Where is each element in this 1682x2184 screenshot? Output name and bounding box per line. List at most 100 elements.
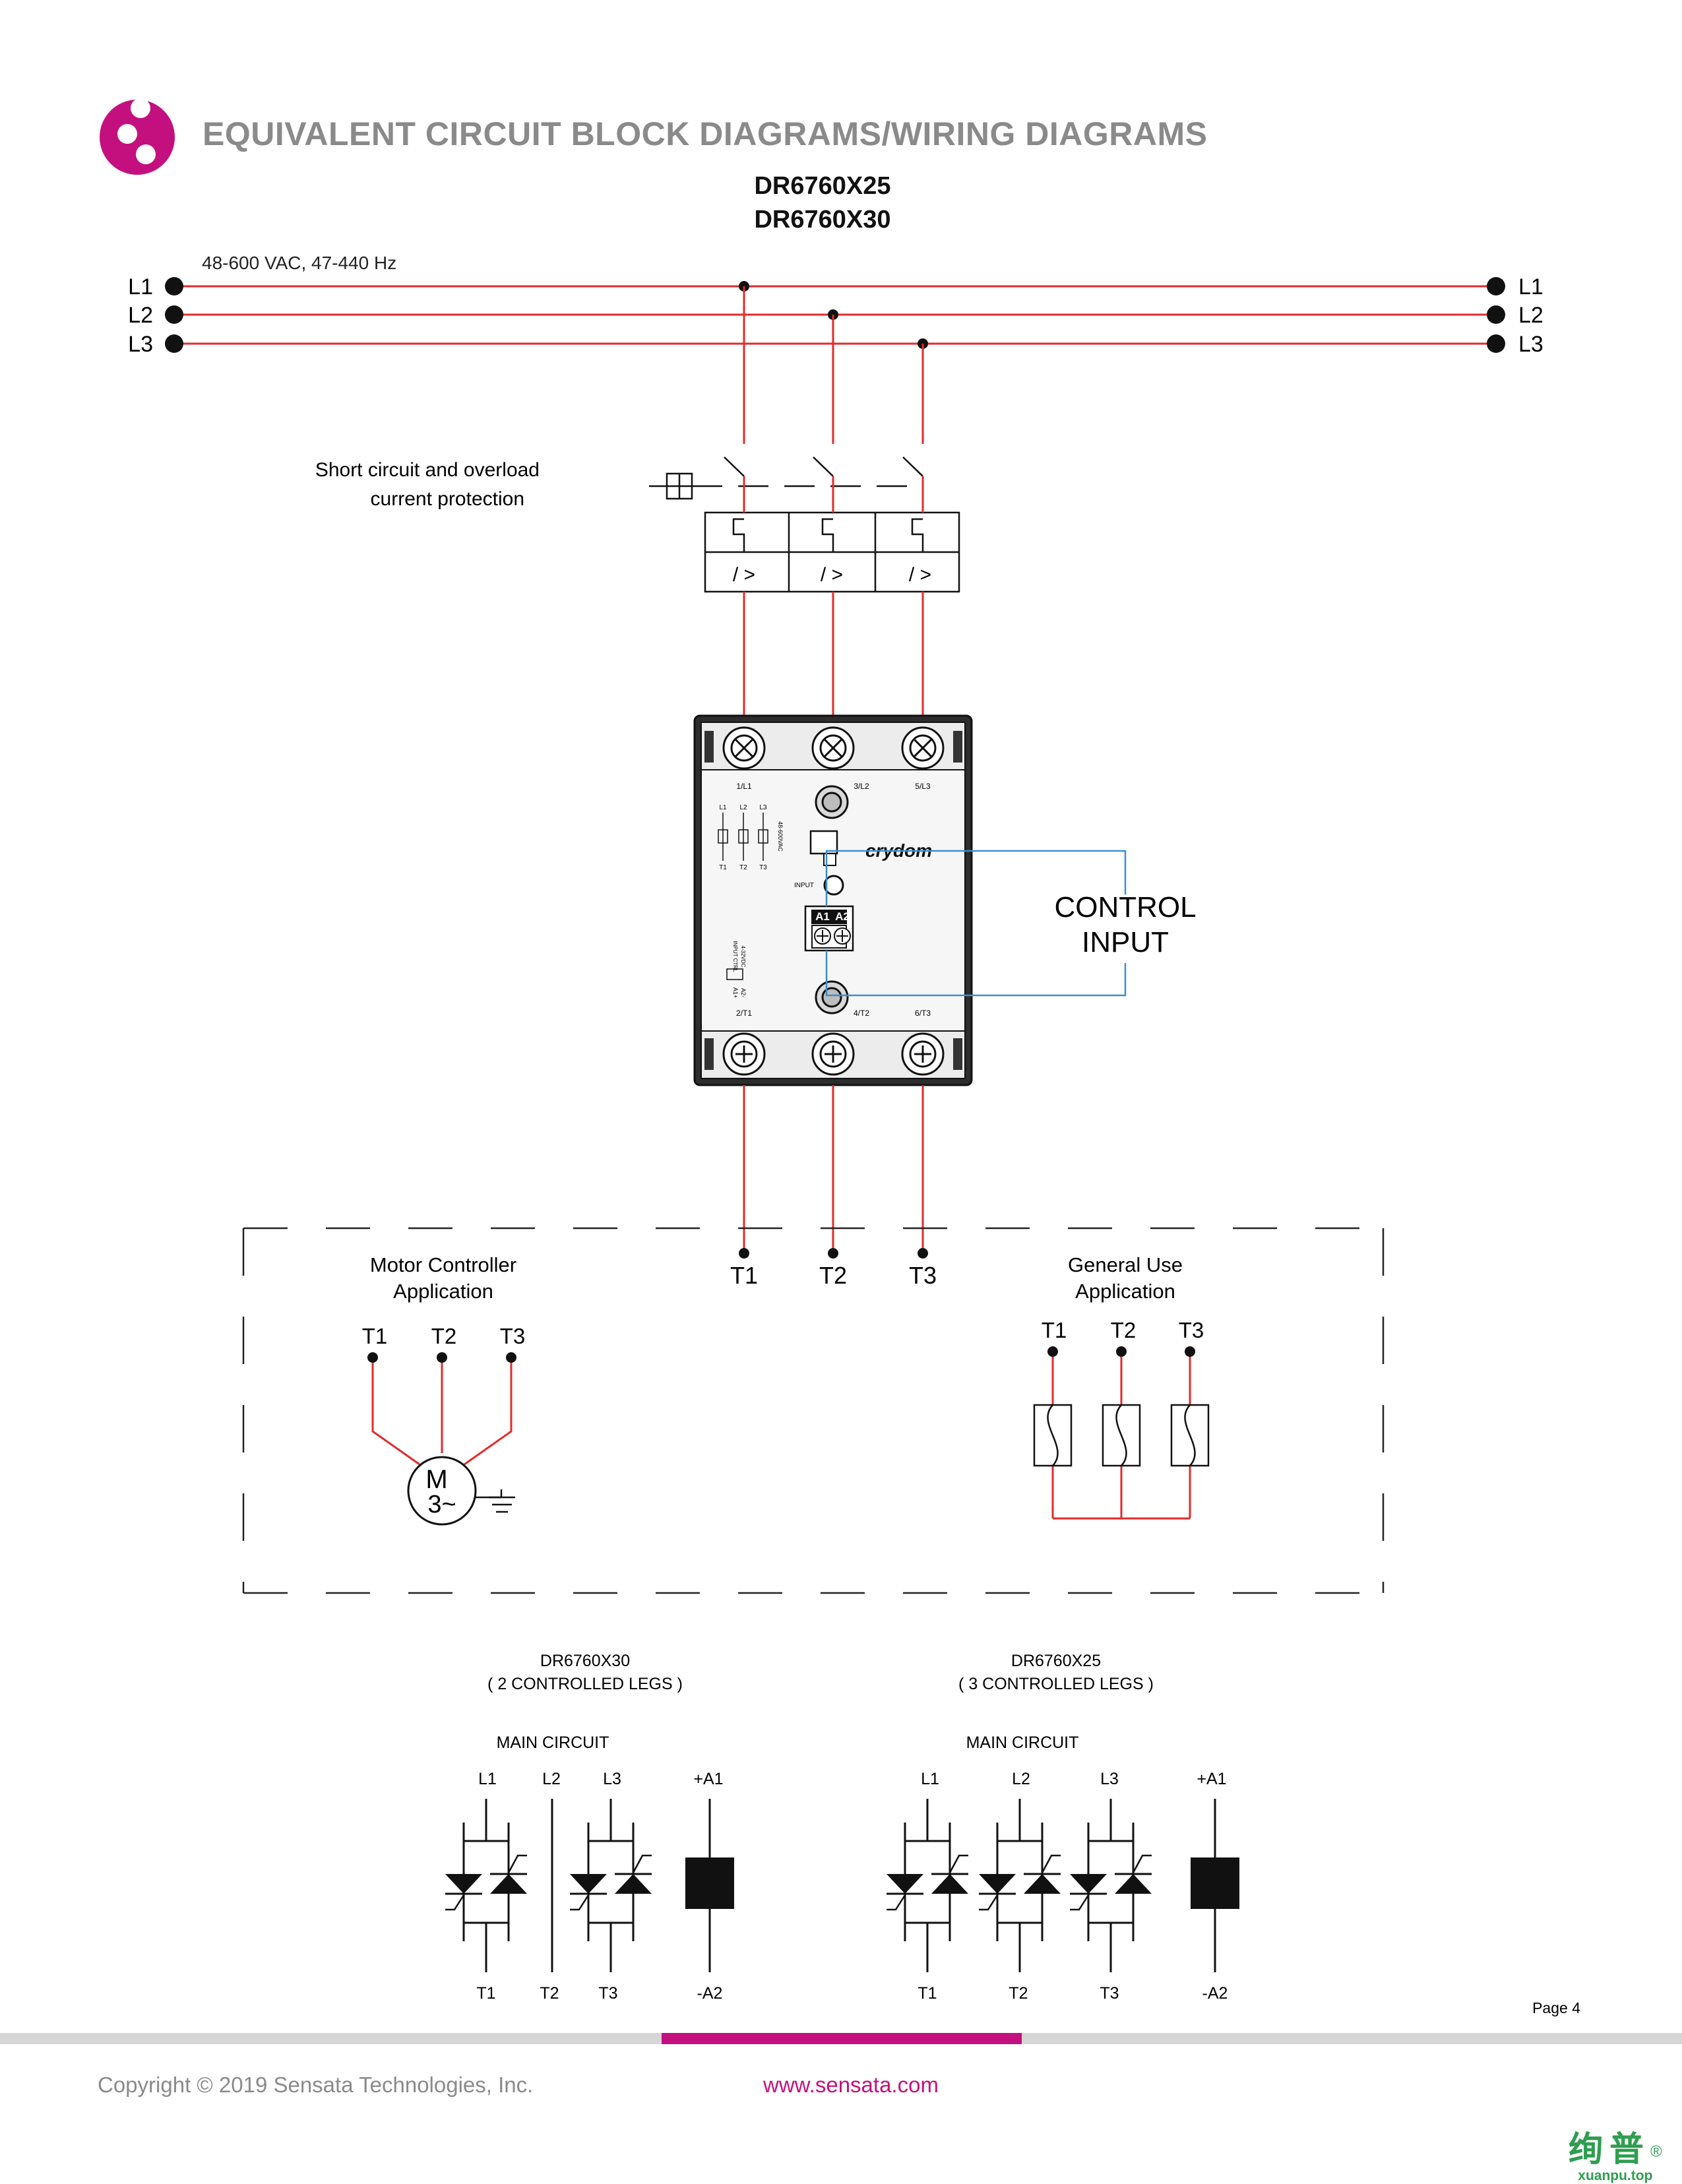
x25-top-l1: L1: [921, 1770, 939, 1788]
mini-label-t1: T1: [719, 864, 727, 871]
watermark-sub: xuanpu.top: [1578, 2168, 1653, 2183]
solid-state-relay: [693, 714, 973, 1086]
load-icon: [1102, 1404, 1141, 1467]
motor-term-t2: T2: [431, 1324, 457, 1348]
mini-label-l2: L2: [739, 804, 747, 811]
connector-screw-icon: [814, 927, 831, 945]
model-title-2: DR6760X30: [754, 206, 890, 234]
triac-icon: [569, 1821, 653, 1943]
output-label-t2: T2: [819, 1262, 847, 1289]
bottom-screws: [722, 1032, 945, 1076]
general-term-t2: T2: [1111, 1318, 1137, 1342]
line-label-left-l1: L1: [128, 274, 153, 299]
terminal-dot: [918, 1248, 928, 1259]
relay-mini-schematic: [718, 813, 768, 861]
motor-app-title-2: Application: [393, 1280, 493, 1303]
x30-top-a1: +A1: [693, 1770, 723, 1788]
x30-wires: [485, 1799, 711, 1972]
website-link[interactable]: www.sensata.com: [763, 2073, 939, 2097]
output-label-t1: T1: [730, 1262, 758, 1289]
x30-legs: ( 2 CONTROLLED LEGS ): [487, 1675, 683, 1693]
page-title: EQUIVALENT CIRCUIT BLOCK DIAGRAMS/WIRING…: [202, 115, 1208, 152]
terminal-dot: [739, 1248, 749, 1259]
input-label: INPUT: [794, 882, 814, 889]
watermark-main: 绚普®: [1569, 2130, 1662, 2169]
terminal-dot: [828, 1248, 838, 1259]
terminal-dot: [1487, 277, 1505, 296]
terminal-label-6t3: 6/T3: [915, 1009, 931, 1018]
control-connector: [804, 905, 854, 952]
terminal-dot: [165, 277, 183, 296]
terminal-dot: [165, 334, 183, 353]
control-input-label-2: INPUT: [1082, 926, 1169, 958]
general-terminal-dots: [1047, 1346, 1195, 1357]
control-wiring: [825, 850, 1127, 997]
breaker-symbol: [649, 456, 960, 593]
motor-icon: [407, 1456, 477, 1526]
control-input-label-1: CONTROL: [1054, 891, 1196, 923]
x30-top-l2: L2: [542, 1770, 561, 1788]
terminal-label-5l3: 5/L3: [915, 782, 931, 791]
x25-bot-t1: T1: [918, 1984, 937, 2003]
general-app-title-1: General Use: [1068, 1253, 1183, 1276]
motor-app-title-1: Motor Controller: [370, 1253, 516, 1276]
terminal-label-4t2: 4/T2: [854, 1009, 869, 1018]
terminal-dot: [1487, 305, 1505, 324]
top-screws: [722, 726, 945, 770]
x25-top-l2: L2: [1012, 1770, 1030, 1788]
motor-m-label: M: [425, 1465, 447, 1494]
a1-label: A1: [815, 910, 830, 923]
triac-icon: [885, 1821, 970, 1943]
model-title-1: DR6760X25: [754, 172, 890, 200]
footer-accent: [662, 2033, 1022, 2044]
screw-icon: [901, 726, 945, 770]
terminal-label-3l2: 3/L2: [854, 782, 869, 791]
output-terminals: [739, 1248, 928, 1259]
x25-bot-a2: -A2: [1202, 1984, 1228, 2003]
x30-top-l1: L1: [478, 1770, 497, 1788]
breaker-wires: [743, 476, 924, 513]
x30-main: MAIN CIRCUIT: [497, 1733, 609, 1752]
trip-symbol-3: / >: [909, 564, 931, 586]
terminal-label-1l1: 1/L1: [736, 782, 752, 791]
copyright: Copyright © 2019 Sensata Technologies, I…: [98, 2073, 534, 2097]
load-icon: [1170, 1404, 1210, 1467]
trip-symbol-1: / >: [733, 564, 755, 586]
x30-bot-t2: T2: [540, 1984, 559, 2003]
ctrl-pin-icon: [726, 968, 743, 980]
connector-screw-icon: [834, 927, 851, 945]
motor-term-t3: T3: [500, 1324, 526, 1348]
mini-label-l3: L3: [759, 804, 767, 811]
brand-plate-tab: [823, 853, 836, 866]
terminal-dot: [165, 305, 183, 324]
screw-icon: [722, 726, 766, 770]
mini-label-t2: T2: [739, 864, 747, 871]
mini-label-l1: L1: [719, 804, 727, 811]
a2-label: A2: [835, 910, 850, 923]
ctrl-pin-a2: A2-: [740, 988, 747, 997]
output-label-t3: T3: [909, 1262, 937, 1289]
line-label-left-l3: L3: [128, 332, 153, 357]
supply-spec: 48-600 VAC, 47-440 Hz: [202, 253, 396, 273]
bolt-icon: [815, 980, 849, 1014]
terminal-label-2t1: 2/T1: [736, 1009, 752, 1018]
screw-icon: [811, 726, 855, 770]
triac-icon: [978, 1821, 1062, 1943]
ctrl-voltage-text: 4-32VDC: [740, 946, 746, 968]
x30-bot-a2: -A2: [697, 1984, 723, 2003]
ctrl-text: INPUT CTRL: [732, 941, 738, 973]
ground-icon: [476, 1489, 515, 1513]
bolt-icon: [815, 785, 849, 819]
input-led-icon: [823, 875, 844, 896]
trip-symbol-2: / >: [821, 564, 843, 586]
motor-phase-label: 3~: [427, 1491, 456, 1518]
watermark-reg: ®: [1650, 2142, 1662, 2161]
application-box: [242, 1227, 1385, 1594]
line-label-right-l1: L1: [1518, 274, 1543, 299]
sensata-logo-icon: [100, 98, 175, 175]
supply-terminals: [165, 277, 1505, 353]
mini-label-t3: T3: [759, 864, 767, 871]
motor-wires: [371, 1357, 513, 1466]
x30-bot-t3: T3: [598, 1984, 617, 2003]
terminal-dot: [1487, 334, 1505, 353]
